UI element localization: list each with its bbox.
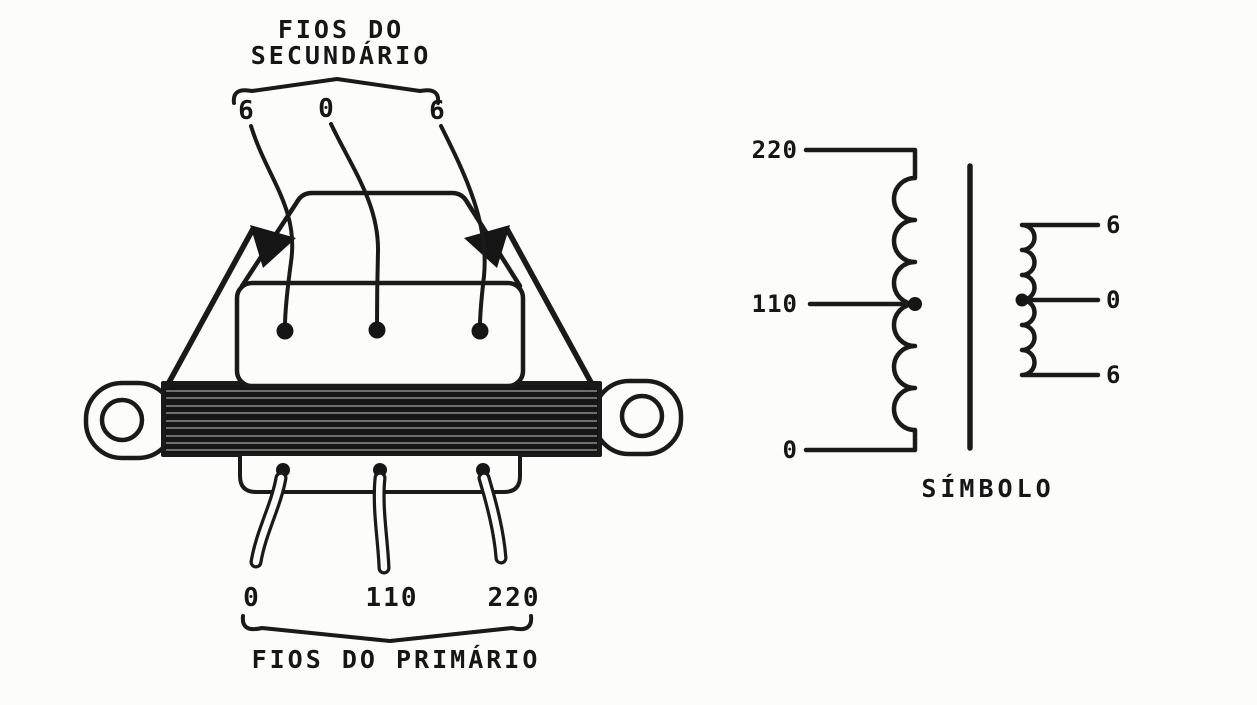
shell-slant-left xyxy=(164,226,256,389)
shell-slant-right xyxy=(504,226,596,389)
primary-wire-left xyxy=(252,474,285,566)
transformer-physical-drawing: FIOS DO SECUNDÁRIO 6 0 6 0 110 220 FIOS … xyxy=(83,15,684,674)
primary-heading: FIOS DO PRIMÁRIO xyxy=(252,645,541,674)
mounting-hole-left xyxy=(99,397,145,443)
secondary-terminal-left xyxy=(276,322,294,340)
secondary-terminal-right xyxy=(471,322,489,340)
coil-top xyxy=(239,190,523,289)
primary-wire-middle xyxy=(375,474,388,572)
symbol-primary-winding xyxy=(803,147,918,453)
shell-wedge-left xyxy=(250,225,296,268)
secondary-tap-label-right: 6 xyxy=(429,96,447,126)
primary-brace xyxy=(240,614,534,643)
mounting-hole-right xyxy=(619,393,665,439)
symbol-primary-label-bottom: 0 xyxy=(783,436,798,464)
primary-wire-right xyxy=(480,474,505,562)
laminated-core xyxy=(161,381,602,457)
primary-tap-label-right: 220 xyxy=(488,583,541,613)
symbol-caption: SÍMBOLO xyxy=(921,474,1054,503)
primary-tap-label-middle: 110 xyxy=(366,583,419,613)
mounting-ear-right xyxy=(591,378,684,457)
secondary-heading-line2: SECUNDÁRIO xyxy=(251,41,432,70)
symbol-primary-label-middle: 110 xyxy=(752,290,798,318)
symbol-secondary-label-middle: 0 xyxy=(1106,286,1121,314)
secondary-tap-label-middle: 0 xyxy=(318,94,336,124)
symbol-secondary-label-top: 6 xyxy=(1106,211,1121,239)
symbol-secondary-label-bottom: 6 xyxy=(1106,361,1121,389)
transformer-symbol: 220 110 0 6 0 6 SÍMBOLO xyxy=(752,136,1121,503)
primary-tap-label-left: 0 xyxy=(243,583,261,613)
secondary-terminal-middle xyxy=(368,321,386,339)
secondary-brace xyxy=(231,77,441,105)
secondary-wire-right xyxy=(439,124,487,328)
secondary-heading-line1: FIOS DO xyxy=(278,15,404,44)
secondary-wires xyxy=(249,122,487,328)
symbol-primary-label-top: 220 xyxy=(752,136,798,164)
secondary-tap-label-left: 6 xyxy=(238,96,256,126)
shell-wedge-right xyxy=(464,225,510,268)
mounting-ear-left xyxy=(83,380,177,461)
symbol-primary-tap-junction xyxy=(908,297,922,311)
secondary-wire-left xyxy=(249,124,295,328)
symbol-secondary-tap-junction xyxy=(1015,293,1029,307)
secondary-wire-middle xyxy=(329,122,381,326)
primary-wires xyxy=(249,471,508,575)
